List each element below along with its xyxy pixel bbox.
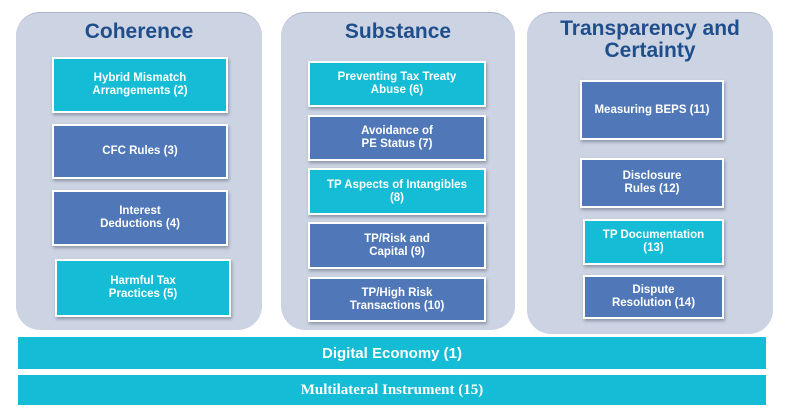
box-harmful-tax-practices: Harmful Tax Practices (5) — [55, 259, 231, 317]
box-tp-risk-capital: TP/Risk and Capital (9) — [308, 222, 486, 269]
box-tp-intangibles: TP Aspects of Intangibles (8) — [308, 168, 486, 215]
box-interest-deductions: Interest Deductions (4) — [52, 190, 228, 246]
digital-economy-bar: Digital Economy (1) — [18, 337, 766, 369]
substance-title: Substance — [344, 20, 452, 43]
box-hybrid-mismatch: Hybrid Mismatch Arrangements (2) — [52, 57, 228, 113]
box-treaty-abuse: Preventing Tax Treaty Abuse (6) — [308, 61, 486, 107]
box-dispute-resolution: Dispute Resolution (14) — [583, 275, 724, 319]
box-tp-high-risk: TP/High Risk Transactions (10) — [308, 277, 486, 322]
box-pe-status: Avoidance of PE Status (7) — [308, 115, 486, 161]
box-tp-documentation: TP Documentation (13) — [583, 219, 724, 265]
box-disclosure-rules: Disclosure Rules (12) — [580, 158, 724, 208]
coherence-title: Coherence — [84, 20, 194, 43]
transparency-title: Transparency and Certainty — [560, 17, 740, 62]
box-measuring-beps: Measuring BEPS (11) — [580, 80, 724, 140]
box-cfc-rules: CFC Rules (3) — [52, 124, 228, 179]
multilateral-instrument-bar: Multilateral Instrument (15) — [18, 375, 766, 405]
